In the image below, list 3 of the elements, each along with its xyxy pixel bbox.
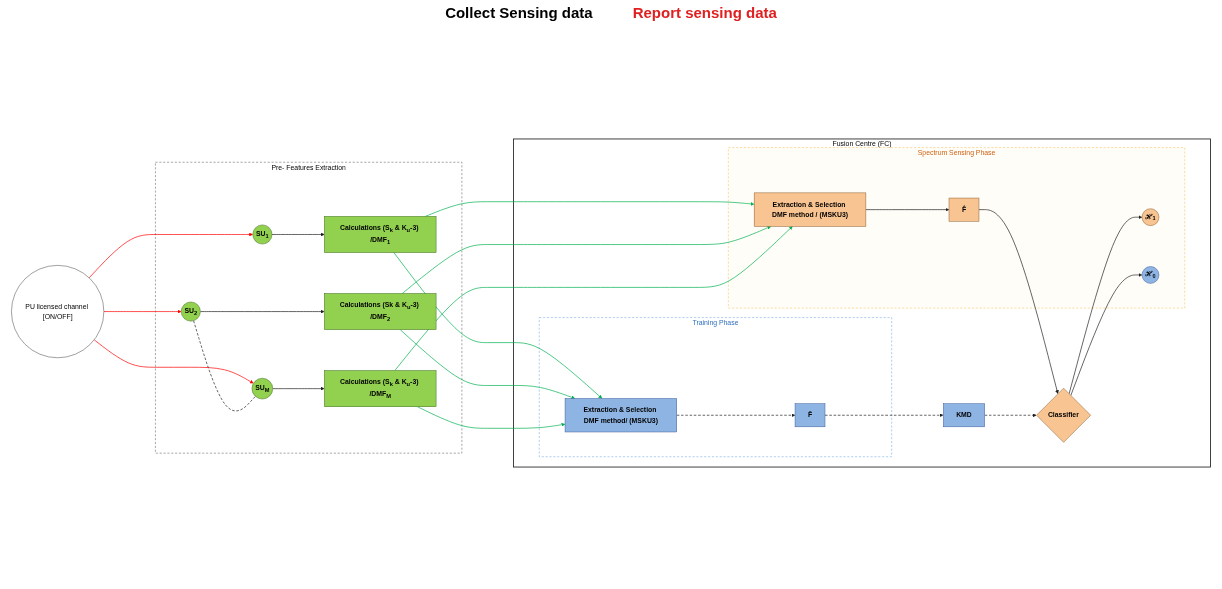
connector [193,320,256,412]
annotation-text: Collect Sensing data [445,4,593,21]
annotation-text: Report sensing data [632,4,777,21]
